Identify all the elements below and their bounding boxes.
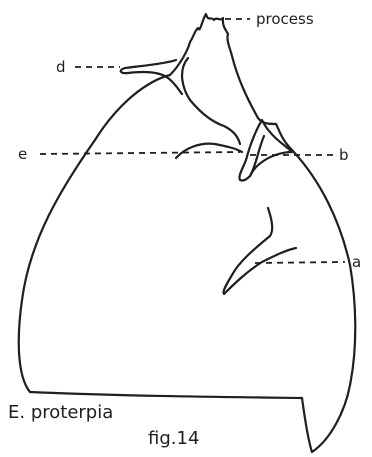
label-d: d [56, 58, 66, 76]
caption-figure: fig.14 [148, 428, 199, 449]
structure-b [239, 120, 292, 181]
stalk-outline-left [170, 14, 276, 124]
structure-e [176, 144, 242, 158]
stalk-inner-line [182, 58, 240, 144]
structure-a [223, 208, 296, 294]
label-process: process [256, 10, 314, 28]
organ-outline [19, 75, 356, 452]
leader-a [255, 262, 345, 263]
caption-species: E. proterpia [8, 402, 113, 423]
horn-d [121, 60, 182, 94]
label-e: e [18, 145, 27, 163]
leader-e [40, 152, 240, 154]
label-b: b [339, 146, 349, 164]
label-a: a [352, 253, 361, 271]
